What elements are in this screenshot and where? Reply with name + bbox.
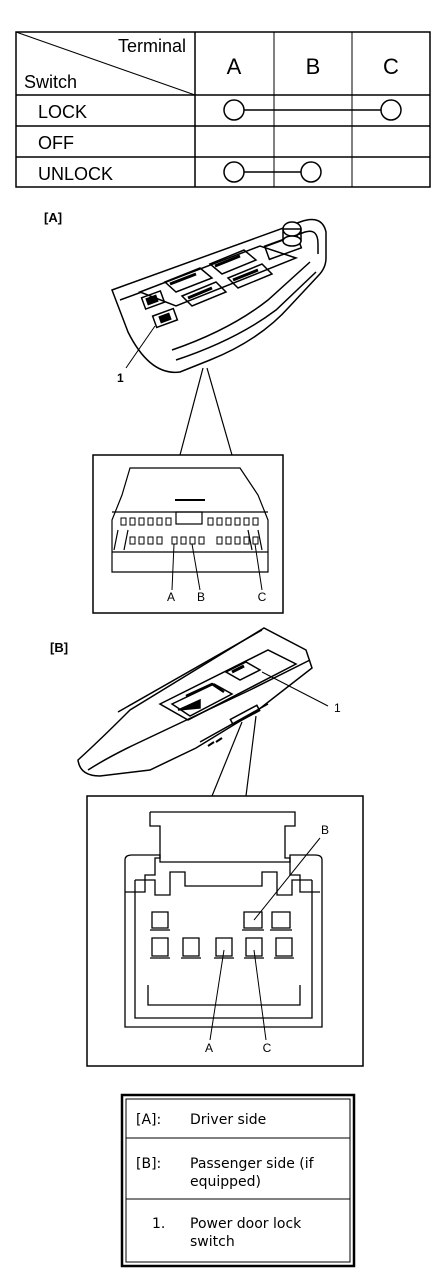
unlock-continuity-a-b: [223, 161, 322, 183]
legend-text-1-line2: switch: [190, 1234, 235, 1250]
terminal-a-header: A: [227, 54, 242, 79]
legend-table: [120, 1093, 356, 1268]
row-label-off: OFF: [38, 133, 74, 153]
terminal-b-header: B: [306, 54, 321, 79]
driver-switch-panel-drawing: [111, 218, 327, 374]
driver-pin-c-label: C: [258, 590, 267, 604]
lock-continuity-a-c: [223, 99, 402, 121]
driver-callout-1: 1: [117, 371, 124, 385]
legend-text-1-line1: Power door lock: [190, 1216, 302, 1232]
driver-pin-b-label: B: [197, 590, 205, 604]
passenger-pin-b-label: B: [321, 823, 329, 837]
legend-key-a: [A]:: [136, 1112, 161, 1128]
driver-pin-a-label: A: [167, 590, 175, 604]
passenger-zoom-lines: [211, 715, 257, 797]
legend-text-b-line2: equipped): [190, 1174, 261, 1190]
legend-key-1: 1.: [152, 1216, 165, 1232]
terminal-c-header: C: [383, 54, 399, 79]
legend-key-b: [B]:: [136, 1156, 161, 1172]
passenger-pin-c-label: C: [263, 1041, 272, 1055]
legend-text-b-line1: Passenger side (if: [190, 1156, 315, 1172]
passenger-pin-a-label: A: [205, 1041, 213, 1055]
continuity-table: [15, 31, 431, 188]
row-label-unlock: UNLOCK: [38, 164, 113, 184]
passenger-view-tag: [B]: [50, 640, 68, 655]
passenger-callout-1: 1: [334, 701, 341, 715]
driver-view-tag: [A]: [44, 210, 62, 225]
driver-connector-drawing: [111, 467, 269, 591]
legend-text-a: Driver side: [190, 1112, 266, 1128]
header-switch: Switch: [24, 72, 77, 92]
passenger-connector-drawing: [124, 811, 323, 1041]
header-terminal: Terminal: [118, 36, 186, 56]
passenger-switch-panel-drawing: [77, 627, 329, 777]
driver-zoom-lines: [179, 367, 233, 456]
row-label-lock: LOCK: [38, 102, 87, 122]
driver-connector-inset: [92, 454, 284, 614]
